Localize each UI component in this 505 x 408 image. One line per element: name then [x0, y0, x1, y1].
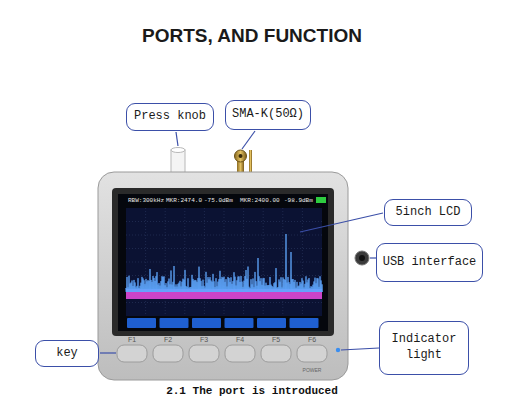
callout-box: Indicator light: [379, 321, 469, 375]
key-label: F1: [128, 336, 136, 343]
callout-box: Press knob: [126, 103, 214, 131]
screen-readout: -98.9dBm: [284, 198, 313, 204]
callout-box: key: [35, 340, 99, 367]
callout-text: USB interface: [383, 255, 477, 271]
key-label: F5: [272, 336, 280, 343]
screen-readout: MKR:2474.0: [166, 198, 202, 204]
key-label: F2: [164, 336, 172, 343]
power-label: POWER: [303, 368, 322, 373]
screen-readout: RBW:300kHz: [128, 198, 164, 204]
callout-text: Press knob: [134, 109, 206, 125]
figure-caption: 2.1 The port is introduced: [166, 385, 338, 397]
screen-readout: -75.0dBm: [204, 198, 233, 204]
callout-text: Indicator light: [385, 332, 463, 363]
key-label: F4: [236, 336, 244, 343]
callout-box: USB interface: [376, 243, 483, 282]
callout-box: SMA-K(50Ω): [225, 100, 311, 130]
screen-readout: MKR:2400.00: [240, 198, 280, 204]
page-title: PORTS, AND FUNCTION: [142, 25, 362, 47]
callout-text: key: [56, 346, 78, 362]
key-label: F6: [308, 336, 316, 343]
callout-text: 5inch LCD: [396, 205, 461, 221]
callout-box: 5inch LCD: [384, 199, 472, 226]
key-label: F3: [200, 336, 208, 343]
callout-text: SMA-K(50Ω): [232, 107, 304, 123]
